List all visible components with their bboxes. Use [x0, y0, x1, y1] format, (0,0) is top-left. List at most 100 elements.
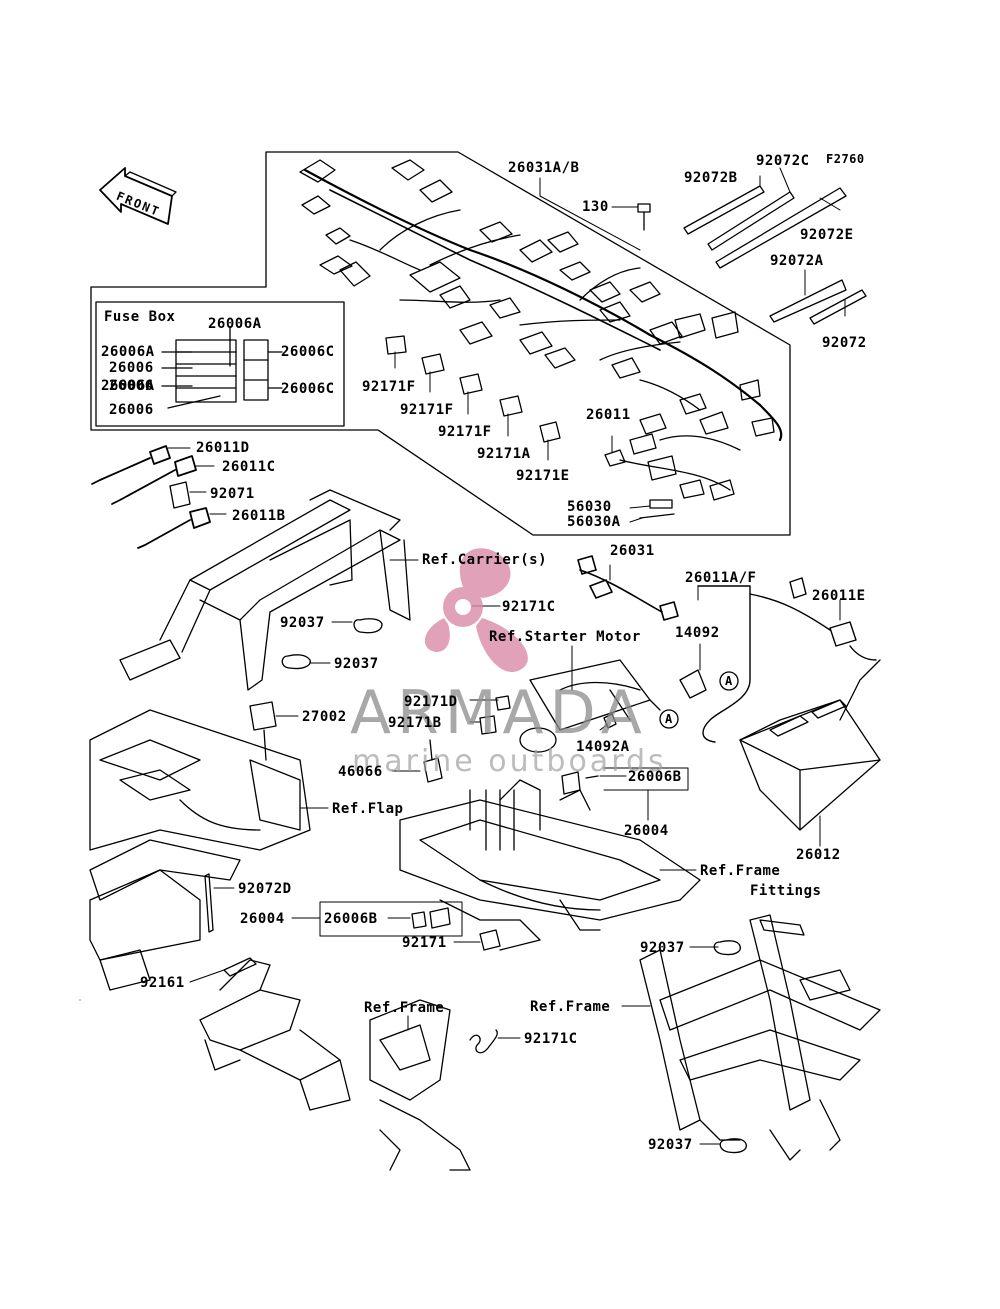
label-26004-2: 26004: [240, 911, 285, 927]
front-arrow-icon: [99, 167, 177, 225]
frame-fittings-right: [639, 914, 881, 1161]
tie-92072B: [683, 185, 765, 235]
label-92072C: 92072C: [756, 153, 810, 169]
spring-92171C-bottom: [469, 1029, 498, 1054]
label-ref-frame-1: Ref.Frame: [364, 1000, 445, 1016]
label-26031: 26031: [610, 543, 655, 559]
label-56030A: 56030A: [567, 514, 621, 530]
grommet-92071: [169, 481, 191, 509]
label-92072: 92072: [822, 335, 867, 351]
label-92171F-1: 92171F: [362, 379, 416, 395]
label-26011C: 26011C: [222, 459, 276, 475]
label-ref-carrier: Ref.Carrier(s): [422, 552, 548, 568]
grommet-92171F-2: [421, 353, 445, 375]
fuse-label-right-2: 26006C: [281, 381, 335, 397]
figure-code: F2760: [826, 152, 865, 166]
label-26011: 26011: [586, 407, 631, 423]
grommet-92171: [479, 929, 501, 951]
label-92171C-bottom: 92171C: [524, 1031, 578, 1047]
clamp-92037-2: [281, 654, 311, 670]
fuse-box-drawing: [161, 327, 283, 409]
label-14092A: 14092A: [576, 739, 630, 755]
label-ref-flap: Ref.Flap: [332, 801, 404, 817]
clamp-92037-3: [713, 940, 741, 956]
clamp-92037-1: [353, 618, 383, 634]
carrier-frame: [119, 489, 411, 691]
label-ref-frame-fittings-1: Ref.Frame: [700, 863, 781, 879]
label-92072E: 92072E: [800, 227, 854, 243]
label-92171E: 92171E: [516, 468, 570, 484]
fuse-label-left-4: 26006A: [101, 378, 155, 394]
label-92071: 92071: [210, 486, 255, 502]
harness-26011B: [137, 507, 211, 549]
flap-panel: [89, 709, 311, 851]
fuse-box-frame: [95, 301, 345, 427]
grommet-92171E: [539, 421, 561, 443]
label-56030: 56030: [567, 499, 612, 515]
harness-group-outline: [90, 151, 791, 536]
label-92171: 92171: [402, 935, 447, 951]
fuse-label-left-2: 26006: [109, 360, 154, 376]
harness-26011C: [111, 455, 197, 505]
label-27002: 27002: [302, 709, 347, 725]
harness-26031: [577, 555, 679, 621]
tie-92072: [809, 289, 867, 325]
label-26011B: 26011B: [232, 508, 286, 524]
frame-bottom-center: [369, 999, 471, 1171]
label-92072D: 92072D: [238, 881, 292, 897]
label-92171B: 92171B: [388, 715, 442, 731]
fuse-label-right-1: 26006C: [281, 344, 335, 360]
tie-92072C: [707, 191, 795, 251]
circle-a-label-2: A: [665, 712, 673, 726]
label-92161: 92161: [140, 975, 185, 991]
harness-26011E: [749, 577, 877, 661]
fuse-26006B-2: [411, 907, 451, 929]
clamp-92037-4: [719, 1138, 747, 1154]
label-26011D: 26011D: [196, 440, 250, 456]
grommet-92171F-3: [459, 373, 483, 395]
label-14092: 14092: [675, 625, 720, 641]
label-92072B: 92072B: [684, 170, 738, 186]
watermark-brand: ARMADA: [350, 678, 648, 748]
grommet-92171A: [499, 395, 523, 417]
label-92072A: 92072A: [770, 253, 824, 269]
tie-92072D: [204, 873, 214, 933]
main-harness-26031AB: [303, 168, 783, 442]
label-26004-1: 26004: [624, 823, 669, 839]
label-92037-4: 92037: [648, 1137, 693, 1153]
fuse-label-left-3: 26006: [109, 378, 154, 394]
label-26006B-2: 26006B: [324, 911, 378, 927]
harness-26011D: [91, 445, 171, 485]
circle-a-marker-2: [659, 709, 679, 729]
cover-14092: [679, 669, 707, 699]
grommet-92171F-1: [385, 335, 407, 355]
label-26011E: 26011E: [812, 588, 866, 604]
label-26011AF: 26011A/F: [685, 570, 757, 586]
battery-26012: [739, 699, 881, 831]
circle-a-marker-1: [719, 671, 739, 691]
fuse-label-left-1: 26006A: [101, 344, 155, 360]
frame-bottom-left: [199, 959, 351, 1111]
starter-solenoid: [519, 727, 557, 753]
label-92171C-top: 92171C: [502, 599, 556, 615]
label-92171D: 92171D: [404, 694, 458, 710]
circle-a-label-1: A: [725, 674, 733, 688]
label-26006B-1: 26006B: [628, 769, 682, 785]
fuse-label-left-5: 26006: [109, 402, 154, 418]
label-92037-1: 92037: [280, 615, 325, 631]
label-92037-3: 92037: [640, 940, 685, 956]
relay-27002: [249, 701, 277, 731]
cap-92161: [223, 957, 257, 977]
fuse-box-title: Fuse Box: [104, 309, 176, 325]
label-ref-frame-fittings-2: Fittings: [750, 883, 822, 899]
label-92171F-3: 92171F: [438, 424, 492, 440]
center-tray: [399, 779, 701, 951]
label-92037-2: 92037: [334, 656, 379, 672]
label-92171A: 92171A: [477, 446, 531, 462]
switch-46066: [423, 739, 443, 783]
label-130: 130: [582, 199, 609, 215]
label-26012: 26012: [796, 847, 841, 863]
bolt-130: [637, 203, 651, 231]
tie-92072E: [715, 187, 847, 269]
